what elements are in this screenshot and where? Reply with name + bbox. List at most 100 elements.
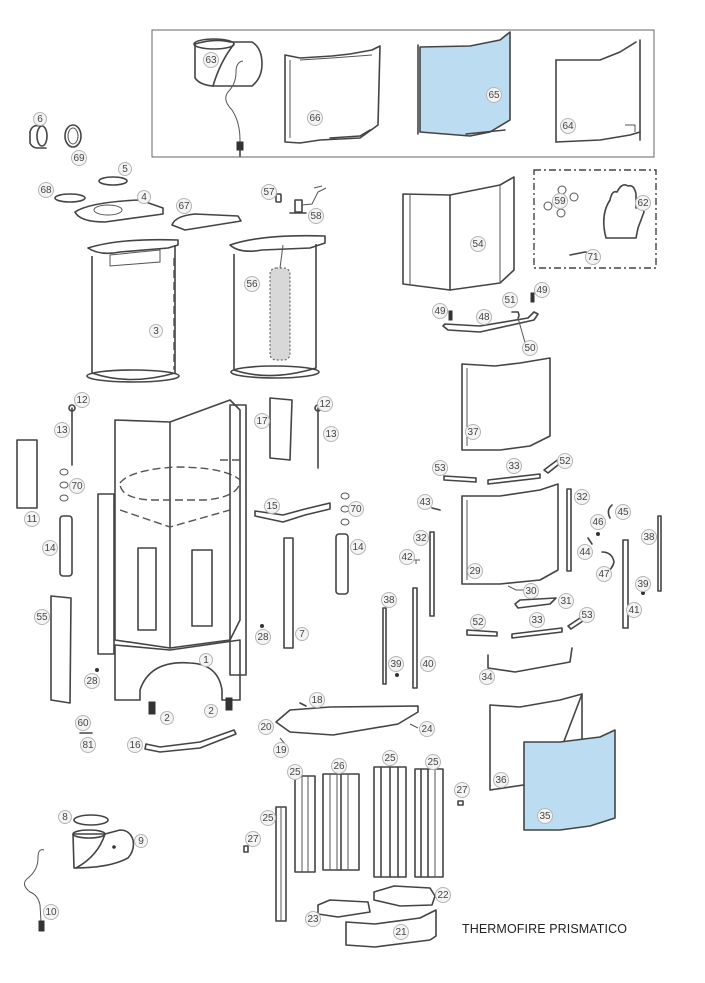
callout-washers-right[interactable]: 70: [348, 501, 364, 517]
callout-air-vent-valve[interactable]: 58: [308, 208, 324, 224]
callout-flue-elbow[interactable]: 9: [134, 834, 148, 848]
part-blue-glass-35[interactable]: [523, 729, 616, 831]
callout-door-frame[interactable]: 29: [467, 563, 483, 579]
part-pin-24[interactable]: [409, 723, 419, 729]
part-hook-45[interactable]: [607, 504, 613, 519]
part-panel-25-d[interactable]: [275, 806, 287, 922]
callout-door-glass-blue[interactable]: 65: [486, 87, 502, 103]
part-door-frame-64[interactable]: [555, 39, 641, 143]
part-probe-10[interactable]: [24, 849, 45, 923]
part-bar-33-top[interactable]: [487, 473, 541, 485]
part-rod-50[interactable]: [517, 317, 527, 347]
callout-ring-gasket-small[interactable]: 68: [38, 182, 54, 198]
part-strip-32-left[interactable]: [429, 531, 435, 617]
part-spring-49-right[interactable]: [530, 292, 535, 303]
callout-glove[interactable]: 62: [635, 195, 651, 211]
part-strip-32-right[interactable]: [566, 488, 572, 572]
part-ring-68[interactable]: [54, 193, 86, 203]
part-clip-27-right[interactable]: [457, 800, 464, 806]
callout-foot-right[interactable]: 2: [204, 704, 218, 718]
part-tank-3[interactable]: [86, 238, 180, 383]
callout-probe-cable[interactable]: 10: [43, 904, 59, 920]
part-valve-58[interactable]: [289, 185, 327, 214]
callout-outer-glass-frame[interactable]: 36: [493, 772, 509, 788]
callout-valve-cap[interactable]: 57: [261, 184, 277, 200]
callout-bottom-rail-34[interactable]: 34: [479, 669, 495, 685]
callout-refractory-panel-b[interactable]: 25: [382, 750, 398, 766]
part-door-frame-29[interactable]: [461, 483, 559, 585]
callout-deflector-clip[interactable]: 19: [273, 742, 289, 758]
callout-corner-profile[interactable]: 55: [34, 609, 50, 625]
part-washers-70-left[interactable]: [59, 468, 69, 502]
part-clip-27-left[interactable]: [243, 845, 249, 853]
callout-side-profile[interactable]: 17: [254, 413, 270, 429]
callout-cylinder-right[interactable]: 14: [350, 539, 366, 555]
callout-hinge-plate-left-bottom[interactable]: 52: [470, 614, 486, 630]
part-screw-18[interactable]: [299, 702, 307, 707]
callout-latch-screw[interactable]: 46: [590, 514, 606, 530]
part-foot-2-right[interactable]: [225, 697, 233, 711]
callout-handle-bar[interactable]: 31: [558, 593, 574, 609]
callout-upright-40[interactable]: 40: [420, 656, 436, 672]
part-plate-52-bottom[interactable]: [466, 629, 498, 637]
callout-screw-left[interactable]: 28: [84, 673, 100, 689]
part-plate-53-top[interactable]: [443, 475, 477, 483]
part-panel-25-b[interactable]: [373, 766, 407, 878]
callout-screw-43[interactable]: 43: [417, 494, 433, 510]
part-ring-5[interactable]: [98, 176, 128, 186]
part-glove-62[interactable]: [602, 184, 645, 239]
part-top-plate-4[interactable]: [74, 199, 164, 223]
callout-collar-gasket[interactable]: 69: [71, 150, 87, 166]
part-elbow-9[interactable]: [72, 829, 135, 869]
callout-front-bar[interactable]: 15: [264, 498, 280, 514]
callout-handle-pin[interactable]: 51: [502, 292, 518, 308]
callout-door-frame-side[interactable]: 64: [560, 118, 576, 134]
callout-long-strip-right[interactable]: 38: [641, 529, 657, 545]
part-handle-31[interactable]: [514, 597, 557, 609]
callout-flue-ring[interactable]: 8: [58, 810, 72, 824]
callout-spacer-washers[interactable]: 59: [552, 193, 568, 209]
callout-outer-door-panel[interactable]: 54: [470, 236, 486, 252]
callout-screw-39-left[interactable]: 39: [388, 656, 404, 672]
callout-hinge-bracket-bottom[interactable]: 53: [579, 607, 595, 623]
callout-base-brick-left[interactable]: 23: [305, 911, 321, 927]
callout-latch-hook[interactable]: 45: [615, 504, 631, 520]
part-upright-40[interactable]: [412, 587, 418, 689]
callout-glass-frame-upper[interactable]: 37: [465, 424, 481, 440]
part-panel-25-c[interactable]: [414, 768, 444, 878]
callout-clip[interactable]: 60: [75, 715, 91, 731]
callout-tube-left[interactable]: 13: [54, 422, 70, 438]
part-tube-13-left[interactable]: [68, 404, 76, 466]
part-washers-70-right[interactable]: [340, 492, 350, 526]
part-screw-28-right[interactable]: [260, 624, 264, 628]
part-screw-43[interactable]: [431, 507, 441, 511]
callout-tube-cap-right[interactable]: 12: [317, 396, 333, 412]
callout-side-strip-right[interactable]: 32: [574, 489, 590, 505]
callout-refractory-panel-26[interactable]: 26: [331, 758, 347, 774]
callout-clip-pin[interactable]: 81: [80, 737, 96, 753]
callout-washers-left[interactable]: 70: [69, 478, 85, 494]
part-strip-38-left[interactable]: [382, 607, 387, 685]
callout-small-pin[interactable]: 42: [399, 549, 415, 565]
callout-refractory-panel-c[interactable]: 25: [425, 754, 441, 770]
part-door-glass-65[interactable]: [417, 31, 511, 137]
callout-deflector-plate[interactable]: 20: [258, 719, 274, 735]
part-firebox-1[interactable]: [97, 399, 247, 701]
callout-deflector-screw[interactable]: 18: [309, 692, 325, 708]
part-spring-49-left[interactable]: [448, 310, 453, 321]
callout-hinge-bar-top[interactable]: 33: [506, 458, 522, 474]
callout-door-hinge[interactable]: 30: [523, 583, 539, 599]
part-cover-67[interactable]: [171, 213, 242, 231]
part-foot-2-left[interactable]: [148, 701, 156, 715]
callout-upright-41[interactable]: 41: [626, 602, 642, 618]
callout-base-brick-right[interactable]: 22: [435, 887, 451, 903]
part-cylinder-14-left[interactable]: [59, 515, 73, 577]
callout-tube-right[interactable]: 13: [323, 426, 339, 442]
callout-heat-exchanger-tank[interactable]: 3: [149, 324, 163, 338]
part-screw-39-left[interactable]: [395, 673, 399, 677]
part-profile-55[interactable]: [50, 595, 72, 704]
callout-cylinder-left[interactable]: 14: [42, 540, 58, 556]
part-profile-17[interactable]: [269, 397, 293, 461]
callout-upright-profile[interactable]: 7: [295, 627, 309, 641]
callout-rod[interactable]: 50: [522, 340, 538, 356]
